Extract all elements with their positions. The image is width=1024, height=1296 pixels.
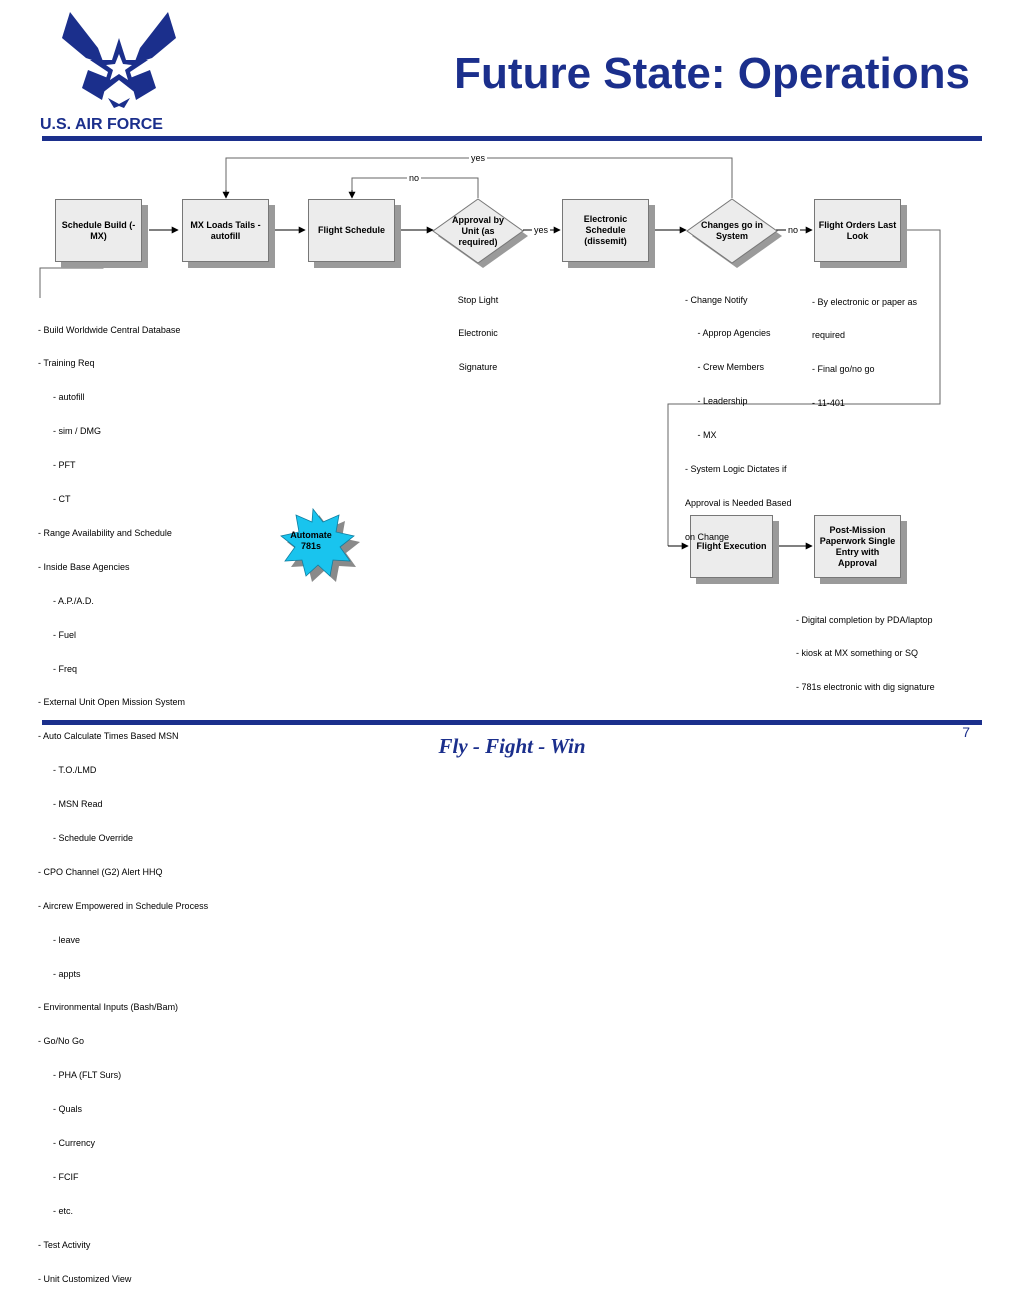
edge-label-yes-mid: yes [532, 225, 551, 235]
note-line: - A.P./A.D. [38, 595, 94, 606]
note-post-mission: - Digital completion by PDA/laptop - kio… [796, 592, 935, 705]
node-mx-loads-tails: MX Loads Tails -autofill [182, 199, 269, 262]
note-line: - Build Worldwide Central Database [38, 324, 181, 335]
note-line: - etc. [38, 1205, 74, 1216]
page-number: 7 [962, 724, 970, 740]
note-line: required [812, 330, 846, 341]
air-force-wings-icon: U.S. AIR FORCE [40, 12, 176, 133]
edge-label-yes-top: yes [469, 153, 488, 163]
note-line: - Leadership [685, 396, 748, 407]
note-stop-light: Stop Light Electronic Signature [450, 272, 506, 385]
note-line: - T.O./LMD [38, 765, 97, 776]
page-title: Future State: Operations [454, 49, 970, 98]
node-electronic-schedule: Electronic Schedule (dissemit) [562, 199, 649, 262]
node-flight-orders: Flight Orders Last Look [814, 199, 901, 262]
edge-label-no-top: no [407, 173, 422, 183]
note-line: - appts [38, 968, 81, 979]
note-line: - Range Availability and Schedule [38, 527, 172, 538]
note-line: - Schedule Override [38, 832, 134, 843]
note-line: - Change Notify [685, 294, 748, 305]
note-line: on Change [685, 531, 730, 542]
note-line: - Test Activity [38, 1239, 91, 1250]
note-line: - 11-401 [812, 398, 845, 409]
note-line: - Environmental Inputs (Bash/Bam) [38, 1002, 179, 1013]
note-flight-orders: - By electronic or paper as required - F… [812, 274, 917, 421]
logo-wordmark: U.S. AIR FORCE [40, 116, 163, 133]
note-line: - leave [38, 934, 81, 945]
note-line: - 781s electronic with dig signature [796, 682, 935, 693]
notes-bracket [39, 262, 104, 298]
note-schedule-build: - Build Worldwide Central Database - Tra… [38, 302, 208, 1296]
note-line: - External Unit Open Mission System [38, 697, 186, 708]
note-line: - By electronic or paper as [812, 296, 918, 307]
note-line: - Aircrew Empowered in Schedule Process [38, 900, 209, 911]
note-line: - Approp Agencies [685, 328, 771, 339]
node-approval-label: Approval by Unit (as required) [451, 214, 504, 247]
note-line: - Unit Customized View [38, 1273, 132, 1284]
node-automate-label: Automate 781s [290, 530, 332, 551]
note-line: - Fuel [38, 629, 77, 640]
node-flight-execution: Flight Execution [690, 515, 773, 578]
note-line: - Digital completion by PDA/laptop [796, 614, 933, 625]
note-line: Stop Light [457, 294, 499, 305]
note-line: - PHA (FLT Surs) [38, 1070, 122, 1081]
note-change-notify: - Change Notify - Approp Agencies - Crew… [685, 272, 792, 554]
note-line: - Training Req [38, 358, 95, 369]
note-line: Electronic [458, 328, 498, 339]
bottom-divider [42, 720, 982, 725]
note-line: - MSN Read [38, 799, 103, 810]
changes-diamond [686, 198, 778, 264]
note-line: - sim / DMG [38, 426, 101, 437]
note-line: Signature [458, 362, 498, 373]
note-line: - Inside Base Agencies [38, 561, 130, 572]
air-force-logo: U.S. AIR FORCE [38, 8, 200, 134]
note-line: - Crew Members [685, 362, 765, 373]
note-line: - System Logic Dictates if [685, 464, 787, 475]
node-changes-label: Changes go in System [700, 220, 763, 241]
note-line: - MX [685, 430, 717, 441]
node-flight-schedule: Flight Schedule [308, 199, 395, 262]
node-post-mission: Post-Mission Paperwork Single Entry with… [814, 515, 901, 578]
edge-yes-loop [225, 157, 733, 198]
note-line: - FCIF [38, 1171, 79, 1182]
note-line: - Auto Calculate Times Based MSN [38, 731, 179, 742]
note-line: - Currency [38, 1137, 96, 1148]
flow-connectors [39, 157, 941, 582]
approval-diamond [432, 198, 524, 264]
note-line: - CT [38, 494, 71, 505]
footer-motto: Fly - Fight - Win [438, 734, 586, 758]
note-line: - Quals [38, 1104, 83, 1115]
note-line: Approval is Needed Based [685, 497, 792, 508]
note-line: - CPO Channel (G2) Alert HHQ [38, 866, 163, 877]
edge-orders-to-execution [667, 229, 941, 546]
note-line: - PFT [38, 460, 76, 471]
note-line: - Freq [38, 663, 78, 674]
automate-star [280, 507, 355, 577]
note-line: - Final go/no go [812, 364, 875, 375]
note-line: - Go/No Go [38, 1036, 85, 1047]
note-line: - autofill [38, 392, 85, 403]
node-schedule-build: Schedule Build (-MX) [55, 199, 142, 262]
note-line: - kiosk at MX something or SQ [796, 648, 919, 659]
top-divider [42, 136, 982, 141]
edge-label-no-mid: no [786, 225, 801, 235]
